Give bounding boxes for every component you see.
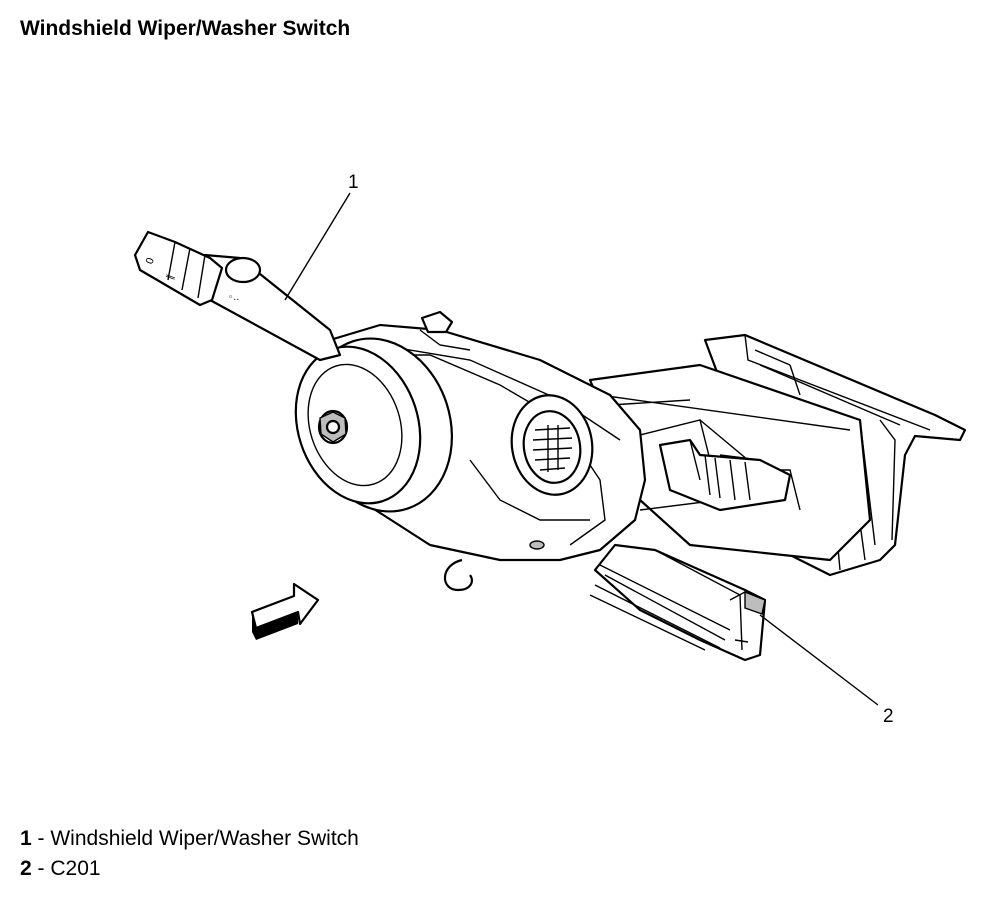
callout-2: 2 [883, 706, 894, 727]
clock-spring-hub [294, 337, 454, 513]
page-title: Windshield Wiper/Washer Switch [20, 17, 351, 40]
leader-line-2 [759, 614, 879, 706]
legend-item-number: 1 [20, 827, 32, 850]
legend-item-text: - C201 [31, 857, 101, 880]
legend-item: 1 - Windshield Wiper/Washer Switch [20, 824, 359, 854]
legend-item-number: 2 [20, 857, 32, 880]
column-housing [588, 363, 872, 562]
leader-line-1 [284, 192, 351, 301]
callout-1: 1 [348, 172, 359, 193]
ignition-lock [510, 394, 594, 496]
svg-text:◦‥: ◦‥ [228, 293, 239, 303]
direction-arrow-icon [250, 582, 320, 640]
wiper-lever: 0 ‖ ◦‥ [133, 230, 342, 362]
svg-text:0: 0 [144, 256, 157, 266]
connector-c201 [589, 543, 767, 662]
retaining-hook [443, 558, 474, 592]
legend: 1 - Windshield Wiper/Washer Switch 2 - C… [20, 824, 359, 884]
legend-item: 2 - C201 [20, 854, 359, 884]
svg-text:‖: ‖ [165, 273, 176, 281]
legend-item-text: - Windshield Wiper/Washer Switch [31, 827, 359, 850]
